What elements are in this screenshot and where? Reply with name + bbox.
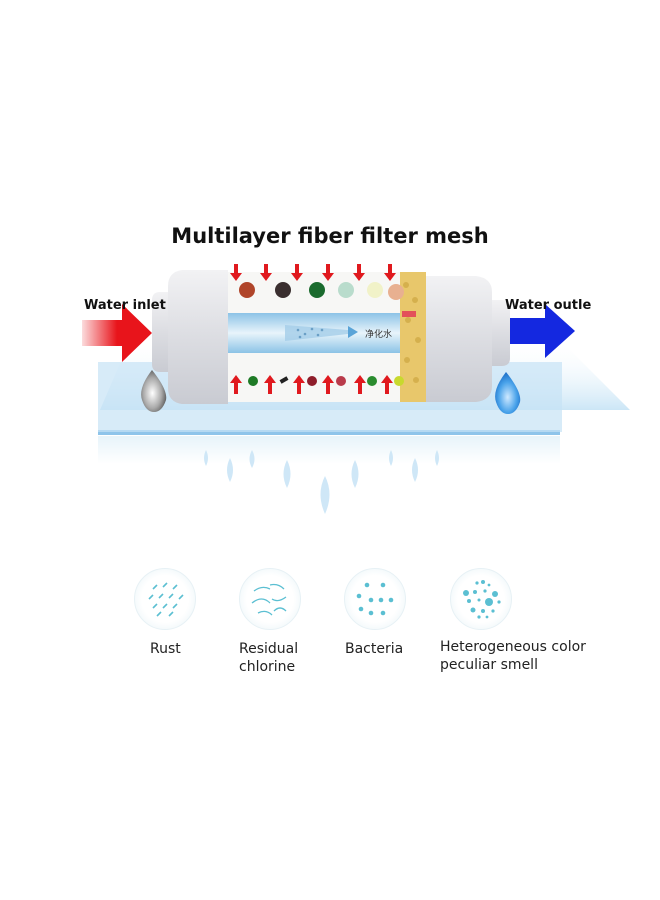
color-smell-icon xyxy=(450,568,512,630)
diagram-title: Multilayer fiber filter mesh xyxy=(171,224,489,248)
outlet-arrow xyxy=(508,304,575,358)
bacteria-icon xyxy=(344,568,406,630)
inlet-arrow xyxy=(82,304,152,362)
water-inlet-label: Water inlet xyxy=(84,298,166,313)
svg-text:净化水: 净化水 xyxy=(365,328,392,340)
color-smell-caption: Heterogeneous color peculiar smell xyxy=(440,639,586,673)
water-outlet-label: Water outle xyxy=(505,298,592,313)
rust-icon xyxy=(134,568,196,630)
filter-diagram: 净化水 xyxy=(82,264,630,514)
bacteria-caption: Bacteria xyxy=(345,641,404,657)
residual-chlorine-caption: Residual chlorine xyxy=(239,641,299,675)
residual-chlorine-icon xyxy=(239,568,301,630)
gray-drop-icon xyxy=(141,370,167,412)
blue-drop-icon xyxy=(495,372,521,414)
rust-caption: Rust xyxy=(150,641,181,657)
